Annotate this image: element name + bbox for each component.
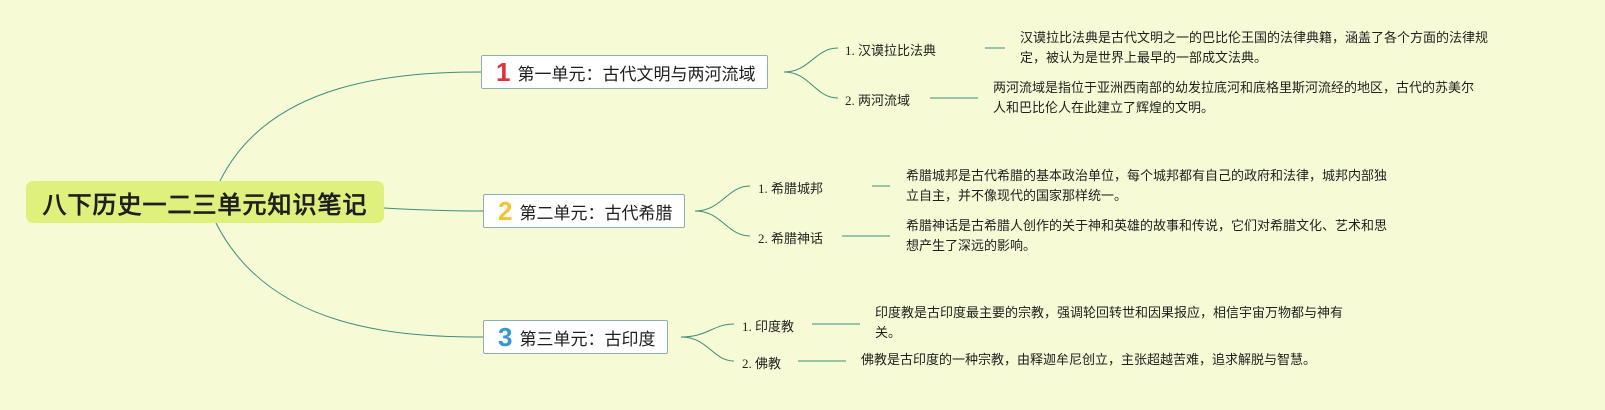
- topic-description: 希腊城邦是古代希腊的基本政治单位，每个城邦都有自己的政府和法律，城邦内部独立自主…: [906, 169, 1388, 204]
- branch-title: 第三单元：古印度: [519, 329, 656, 350]
- topic-node[interactable]: 2. 佛教: [742, 353, 781, 372]
- topic-node[interactable]: 1. 希腊城邦: [758, 178, 823, 197]
- topic-label: 2. 希腊神话: [758, 231, 824, 246]
- root-node[interactable]: 八下历史一二三单元知识笔记: [26, 181, 384, 223]
- number-three-icon: 3: [498, 322, 513, 352]
- topic-node[interactable]: 2. 两河流域: [845, 90, 910, 109]
- topic-label: 1. 汉谟拉比法典: [845, 43, 937, 58]
- topic-label: 2. 佛教: [742, 356, 782, 371]
- root-title: 八下历史一二三单元知识笔记: [42, 190, 368, 219]
- topic-node[interactable]: 1. 汉谟拉比法典: [845, 40, 936, 59]
- link-b2-c1: [694, 185, 751, 212]
- topic-description: 佛教是古印度的一种宗教，由释迦牟尼创立，主张超越苦难，追求解脱与智慧。: [861, 353, 1317, 368]
- topic-node[interactable]: 1. 印度教: [742, 316, 794, 335]
- topic-node[interactable]: 2. 希腊神话: [758, 228, 823, 247]
- number-one-icon: 1: [496, 57, 511, 87]
- branch-title: 第一单元：古代文明与两河流域: [517, 64, 756, 85]
- link-b1-c2: [783, 71, 839, 99]
- number-two-icon: 2: [498, 196, 513, 226]
- link-b1-c1: [783, 47, 839, 73]
- topic-description: 印度教是古印度最主要的宗教，强调轮回转世和因果报应，相信宇宙万物都与神有关。: [875, 306, 1344, 341]
- branch-node-1[interactable]: 1 第一单元：古代文明与两河流域: [481, 55, 769, 89]
- link-root-branch-2: [383, 207, 484, 212]
- topic-description: 希腊神话是古希腊人创作的关于神和英雄的故事和传说，它们对希腊文化、艺术和思想产生…: [906, 219, 1388, 254]
- link-b3-c1: [680, 323, 735, 338]
- branch-node-3[interactable]: 3 第三单元：古印度: [483, 320, 669, 354]
- topic-label: 2. 两河流域: [845, 93, 911, 108]
- branch-title: 第二单元：古代希腊: [519, 203, 673, 224]
- link-root-branch-3: [215, 222, 484, 338]
- link-b2-c2: [694, 210, 751, 237]
- topic-label: 1. 希腊城邦: [758, 181, 824, 196]
- branch-node-2[interactable]: 2 第二单元：古代希腊: [483, 194, 686, 228]
- topic-description: 两河流域是指位于亚洲西南部的幼发拉底河和底格里斯河流经的地区，古代的苏美尔人和巴…: [993, 81, 1475, 116]
- topic-label: 1. 印度教: [742, 319, 795, 334]
- topic-description: 汉谟拉比法典是古代文明之一的巴比伦王国的法律典籍，涵盖了各个方面的法律规定，被认…: [1020, 31, 1489, 66]
- link-b3-c2: [680, 336, 735, 362]
- link-root-branch-1: [219, 71, 482, 182]
